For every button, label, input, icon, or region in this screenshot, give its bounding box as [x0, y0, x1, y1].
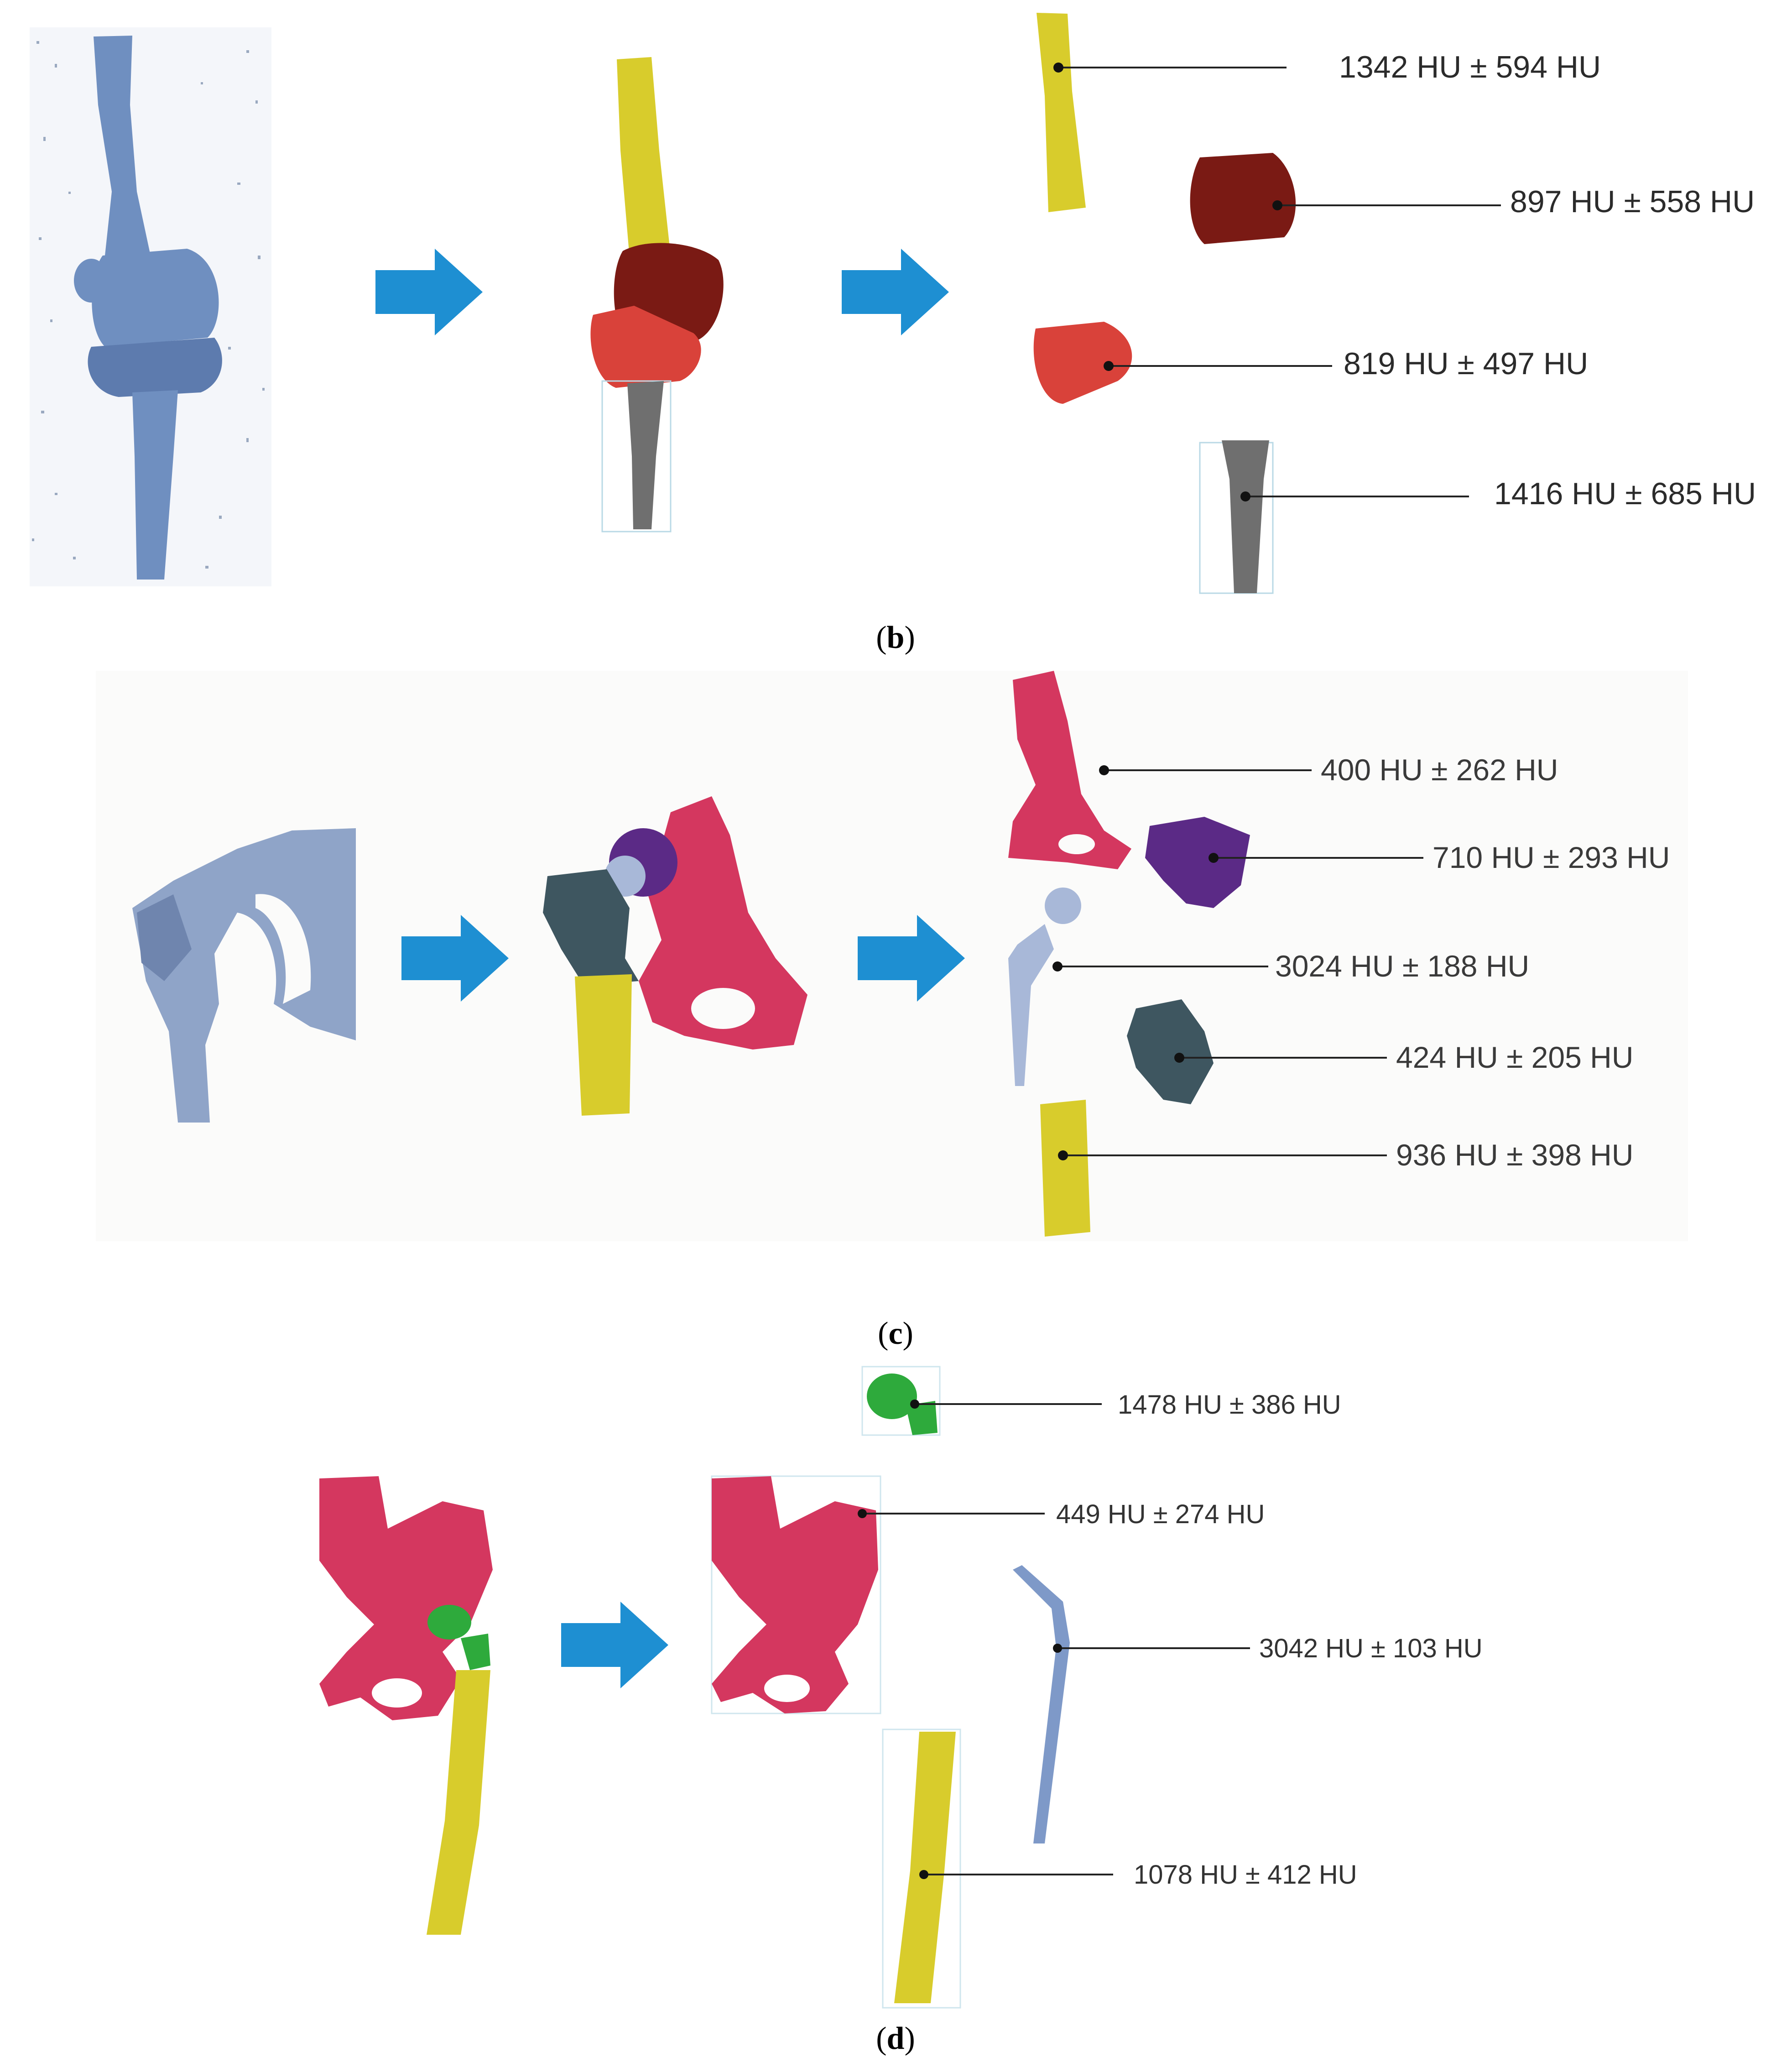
label-d-femur: 1078 HU ± 412 HU	[1134, 1860, 1357, 1890]
label-d-pelvis: 449 HU ± 274 HU	[1056, 1499, 1265, 1529]
label-b-distal-femur: 897 HU ± 558 HU	[1510, 184, 1755, 219]
pelvis-part	[1008, 671, 1131, 869]
hip-implant-part	[1008, 888, 1081, 1086]
leader-lines-d	[858, 1400, 1250, 1879]
arrow-b2	[842, 249, 949, 335]
label-c-proximal-femur: 424 HU ± 205 HU	[1396, 1040, 1633, 1074]
caption-c: (c)	[878, 1316, 913, 1351]
knee-ct-scan	[30, 27, 271, 586]
knee-segmented-model	[590, 57, 724, 533]
label-b-femoral-shaft: 1342 HU ± 594 HU	[1339, 50, 1601, 84]
arrow-b1	[375, 249, 483, 335]
arrow-d1	[561, 1602, 668, 1688]
panel-c: 400 HU ± 262 HU 710 HU ± 293 HU 3024 HU …	[96, 671, 1688, 1351]
distal-femur-part	[1190, 153, 1296, 244]
label-d-femoral-head: 1478 HU ± 386 HU	[1118, 1390, 1341, 1420]
femur-part-d	[882, 1729, 961, 2009]
acetabular-mass-part	[1145, 817, 1250, 908]
femoral-head-part	[861, 1366, 941, 1436]
label-b-proximal-tibia: 819 HU ± 497 HU	[1344, 346, 1588, 381]
pelvis-femur-model	[319, 1476, 493, 1935]
hip-ct-scan	[132, 828, 356, 1123]
label-b-tibial-shaft: 1416 HU ± 685 HU	[1494, 476, 1756, 511]
femoral-shaft-part-c	[1040, 1100, 1090, 1237]
femoral-shaft-part	[1037, 13, 1086, 212]
label-c-hip-implant: 3024 HU ± 188 HU	[1275, 949, 1529, 983]
label-d-intramedullary-nail: 3042 HU ± 103 HU	[1259, 1634, 1483, 1663]
label-c-femoral-shaft: 936 HU ± 398 HU	[1396, 1138, 1633, 1172]
leader-lines-b	[1053, 63, 1501, 501]
panel-b: 1342 HU ± 594 HU 897 HU ± 558 HU 819 HU …	[30, 13, 1756, 655]
leader-lines-c	[1052, 765, 1423, 1160]
label-c-acetabular-mass: 710 HU ± 293 HU	[1433, 841, 1670, 874]
pelvis-part-d	[711, 1475, 881, 1714]
proximal-femur-part	[1127, 999, 1214, 1104]
caption-b: (b)	[876, 620, 915, 655]
intramedullary-nail-part	[1013, 1565, 1070, 1843]
caption-d: (d)	[876, 2021, 915, 2056]
tibial-shaft-part	[1199, 440, 1274, 594]
label-c-pelvis: 400 HU ± 262 HU	[1321, 753, 1558, 787]
panel-d: 1478 HU ± 386 HU 449 HU ± 274 HU 3042 HU…	[319, 1366, 1483, 2056]
hip-segmented-model	[543, 796, 807, 1116]
proximal-tibia-part	[1033, 322, 1132, 404]
